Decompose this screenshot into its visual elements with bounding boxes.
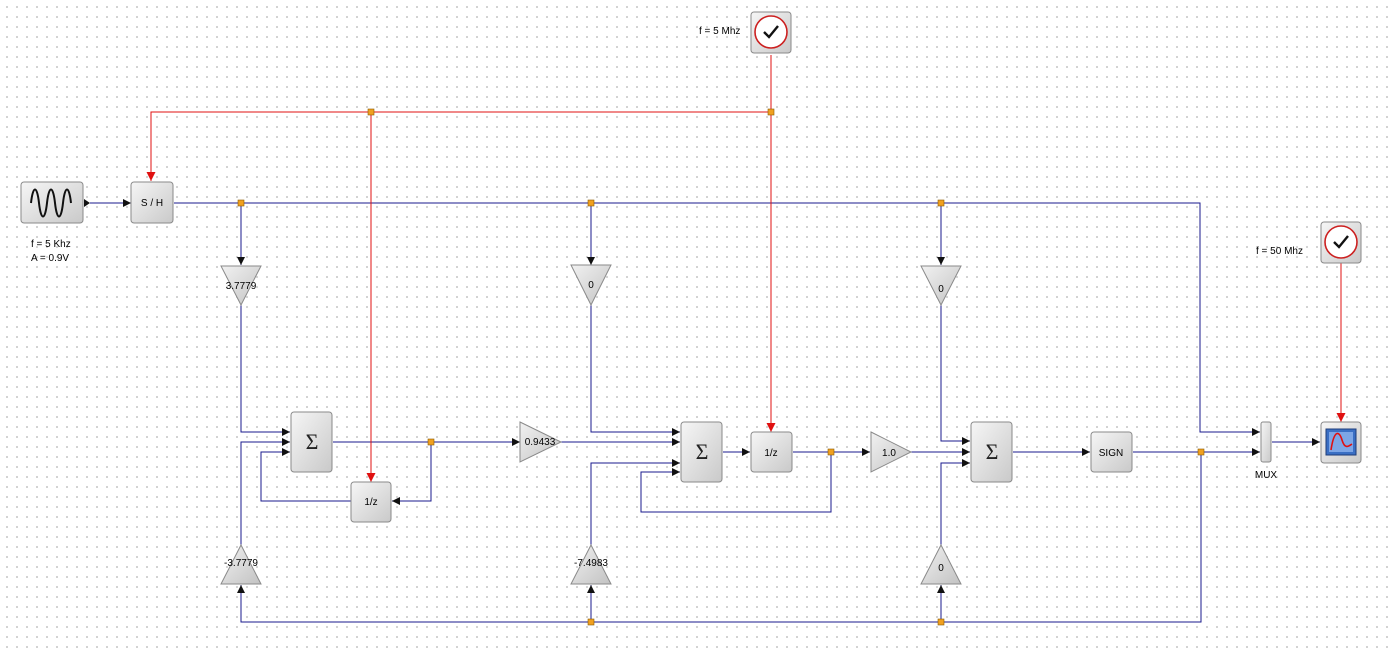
wire-delay1-to-sum1[interactable] (260, 448, 351, 502)
split-point[interactable] (1197, 448, 1205, 456)
clock-icon (1324, 225, 1358, 259)
sum-block-3[interactable]: Σ (970, 421, 1013, 483)
svg-text:SIGN: SIGN (1099, 448, 1123, 459)
svg-text:1/z: 1/z (764, 448, 777, 459)
clock-top-block[interactable] (750, 11, 792, 54)
gain-mid[interactable]: 0.9433 (519, 421, 563, 463)
wire-g2bottom-to-sum2[interactable] (590, 459, 680, 545)
svg-text:0.9433: 0.9433 (525, 437, 556, 448)
gain-g3-top[interactable]: 0 (920, 265, 962, 307)
split-point[interactable] (587, 618, 595, 626)
wire-g2top-to-sum2[interactable] (590, 305, 680, 436)
svg-text:-7.4983: -7.4983 (574, 558, 608, 569)
split-point[interactable] (427, 438, 435, 446)
split-points (237, 108, 1205, 626)
sine-source-block[interactable] (20, 181, 90, 224)
wire-g3bottom-to-sum3[interactable] (940, 459, 970, 545)
wire-sh-to-mux[interactable] (174, 202, 1260, 436)
wire-delay2-feedback[interactable] (640, 452, 832, 513)
sine-wave-icon (30, 188, 72, 218)
sum-block-2[interactable]: Σ (680, 421, 723, 483)
scope-block[interactable] (1320, 421, 1362, 464)
svg-text:S / H: S / H (141, 198, 163, 209)
delay-block-2[interactable]: 1/z (750, 431, 793, 473)
split-point[interactable] (237, 199, 245, 207)
delay-block-1[interactable]: 1/z (350, 481, 392, 523)
svg-text:-3.7779: -3.7779 (224, 558, 258, 569)
svg-text:0: 0 (588, 280, 594, 291)
split-point[interactable] (767, 108, 775, 116)
split-point[interactable] (367, 108, 375, 116)
wire-feedback-to-g1-bottom[interactable] (237, 452, 1202, 623)
svg-text:Σ: Σ (306, 429, 319, 454)
gain-g2-bottom[interactable]: -7.4983 (570, 543, 612, 585)
wire-g1top-to-sum1[interactable] (240, 305, 290, 436)
gain-g1-bottom[interactable]: -3.7779 (220, 543, 262, 585)
svg-text:0: 0 (938, 563, 944, 574)
wire-g1bottom-to-sum1[interactable] (240, 438, 290, 545)
gain-g1-top[interactable]: 3.7779 (220, 265, 262, 307)
sum-block-1[interactable]: Σ (290, 411, 333, 473)
split-point[interactable] (937, 618, 945, 626)
gain-g2-top[interactable]: 0 (570, 264, 612, 307)
svg-text:3.7779: 3.7779 (226, 281, 257, 292)
clock-right-block[interactable] (1320, 221, 1362, 264)
source-freq-label: f = 5 Khz (31, 239, 71, 250)
clock-right-freq-label: f = 50 Mhz (1256, 246, 1303, 257)
gain-g3-bottom[interactable]: 0 (920, 543, 962, 585)
sign-block[interactable]: SIGN (1090, 431, 1133, 473)
mux-block[interactable]: MUX (1255, 421, 1278, 481)
gain-unity[interactable]: 1.0 (870, 431, 913, 473)
clock-wires (146, 55, 1346, 482)
clock-top-freq-label: f = 5 Mhz (699, 26, 741, 37)
svg-text:1/z: 1/z (364, 497, 377, 508)
source-amp-label: A = 0.9V (31, 253, 70, 264)
wire-g3top-to-sum3[interactable] (940, 305, 970, 445)
svg-text:MUX: MUX (1255, 470, 1278, 481)
signal-wires (90, 199, 1320, 623)
svg-text:Σ: Σ (986, 439, 999, 464)
wire-sum1-to-delay1[interactable] (392, 442, 432, 505)
svg-text:0: 0 (938, 284, 944, 295)
split-point[interactable] (587, 199, 595, 207)
svg-text:Σ: Σ (696, 439, 709, 464)
svg-text:1.0: 1.0 (882, 448, 896, 459)
wire-clock-to-sh[interactable] (146, 55, 772, 181)
sample-hold-block[interactable]: S / H (130, 181, 174, 224)
clock-icon (754, 15, 788, 49)
split-point[interactable] (827, 448, 835, 456)
split-point[interactable] (937, 199, 945, 207)
